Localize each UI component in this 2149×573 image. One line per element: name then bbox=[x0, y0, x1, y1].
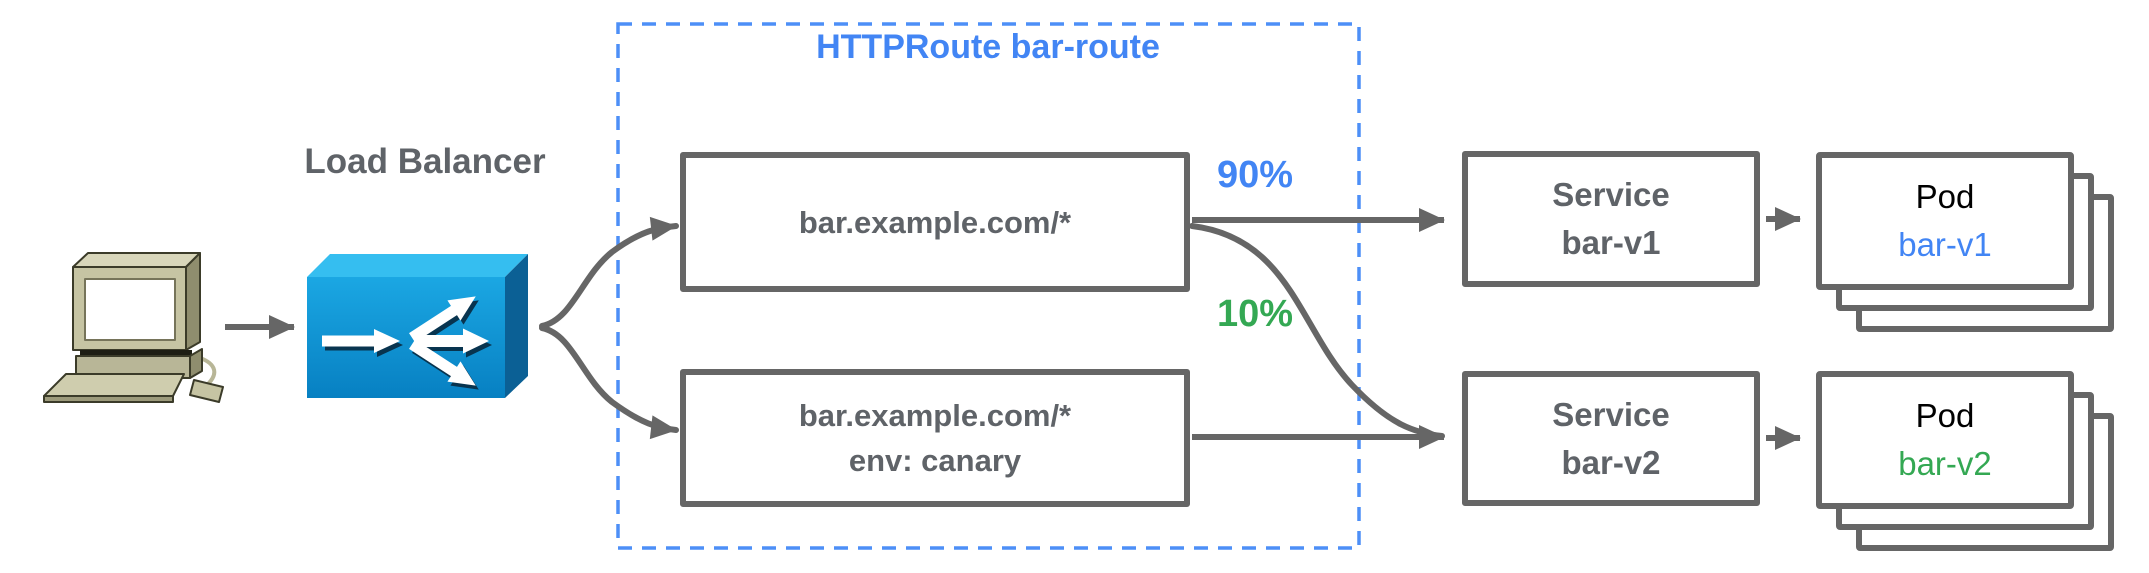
client-computer-icon bbox=[43, 252, 224, 403]
service-bar-v2-kind: Service bbox=[1552, 395, 1670, 433]
route-rule-primary-match: bar.example.com/* bbox=[798, 204, 1072, 240]
pod-bar-v1: Pod bar-v1 bbox=[1816, 152, 2074, 290]
route-rule-primary: bar.example.com/* bbox=[680, 152, 1190, 292]
route-rule-canary-header: env: canary bbox=[848, 443, 1022, 478]
connector-arrows bbox=[225, 207, 1801, 450]
service-bar-v1: Service bar-v1 bbox=[1462, 151, 1760, 287]
pod-bar-v1-name: bar-v1 bbox=[1898, 226, 1992, 263]
pod-bar-v2-kind: Pod bbox=[1915, 397, 1975, 434]
httproute-dashed-boundary bbox=[616, 22, 1361, 550]
weight-label-10: 10% bbox=[1216, 293, 1294, 335]
route-rule-canary-match: bar.example.com/* bbox=[798, 398, 1072, 433]
httproute-kind: HTTPRoute bbox=[816, 28, 1002, 66]
route-rule-canary: bar.example.com/* env: canary bbox=[680, 369, 1190, 507]
service-bar-v2-name: bar-v2 bbox=[1561, 443, 1661, 481]
load-balancer-icon bbox=[307, 254, 528, 400]
httproute-title: HTTPRoute bar-route bbox=[788, 28, 1188, 66]
load-balancer-label: Load Balancer bbox=[304, 142, 546, 181]
pod-bar-v2-name: bar-v2 bbox=[1898, 445, 1992, 482]
pod-bar-v2: Pod bar-v2 bbox=[1816, 371, 2074, 509]
httproute-name: bar-route bbox=[1010, 28, 1160, 66]
service-bar-v1-kind: Service bbox=[1552, 176, 1670, 213]
service-bar-v2: Service bar-v2 bbox=[1462, 371, 1760, 506]
service-bar-v1-name: bar-v1 bbox=[1561, 224, 1661, 261]
weight-label-90: 90% bbox=[1216, 154, 1294, 196]
pod-bar-v1-kind: Pod bbox=[1915, 178, 1975, 215]
